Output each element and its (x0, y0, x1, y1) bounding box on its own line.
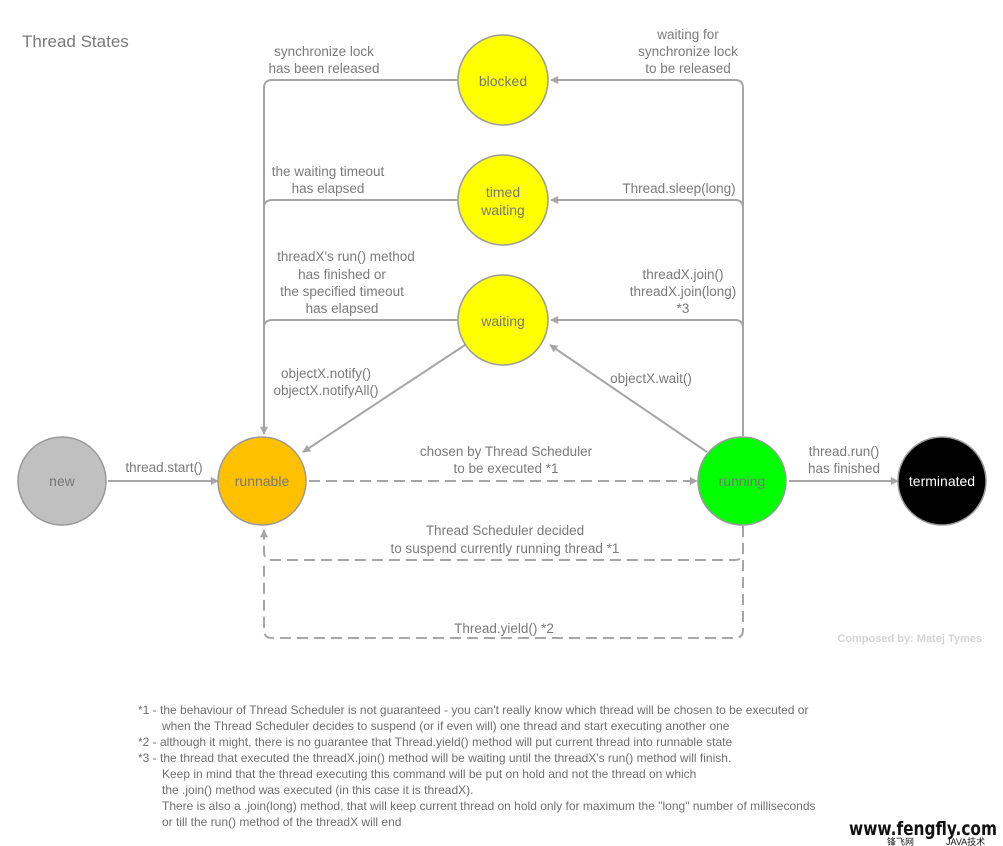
footnote-3-line-3: the .join() method was executed (in this… (162, 783, 473, 797)
state-blocked-label: blocked (479, 73, 527, 89)
arrow-lock-wait (550, 76, 744, 436)
arrow-wait (549, 344, 708, 453)
label-join-1: threadX.join() (642, 267, 723, 282)
label-lock-released-1: synchronize lock (274, 44, 374, 59)
label-scheduled-1: chosen by Thread Scheduler (420, 444, 593, 459)
label-lock-wait-3: to be released (645, 61, 731, 76)
label-wait: objectX.wait() (610, 371, 692, 386)
state-runnable-label: runnable (235, 473, 290, 489)
label-suspend-2: to suspend currently running thread *1 (391, 541, 620, 556)
state-running-label: running (719, 473, 766, 489)
footnote-1-line-2: when the Thread Scheduler decides to sus… (161, 719, 730, 733)
label-timeout-1: the waiting timeout (272, 164, 385, 179)
label-lock-wait-2: synchronize lock (638, 44, 738, 59)
state-waiting-label: waiting (480, 313, 525, 329)
label-start: thread.start() (125, 460, 202, 475)
footnote-3-line-4: There is also a .join(long) method, that… (162, 799, 816, 813)
arrow-sleep (550, 196, 744, 209)
state-terminated-node (897, 436, 987, 526)
label-timeout-2: has elapsed (292, 181, 365, 196)
footnote-2: *2 - although it might, there is no guar… (138, 735, 732, 749)
footnote-1-line-1: *1 - the behaviour of Thread Scheduler i… (138, 703, 808, 717)
arrow-notify (302, 344, 466, 453)
label-join-3: *3 (677, 301, 690, 316)
label-notify-2: objectX.notifyAll() (273, 383, 378, 398)
label-join-2: threadX.join(long) (630, 284, 737, 299)
label-join-done-1: threadX's run() method (277, 249, 415, 264)
author-credit: Composed by: Matej Tymes (837, 633, 982, 645)
arrow-lock-released (260, 79, 457, 435)
state-new-label: new (49, 473, 76, 489)
state-timed-waiting-label-2: waiting (480, 202, 525, 218)
watermark-url: www.fengfly.com (849, 818, 997, 840)
label-join-done-4: has elapsed (306, 301, 379, 316)
footnote-3-line-2: Keep in mind that the thread executing t… (162, 767, 696, 781)
state-new-node (17, 436, 107, 526)
state-waiting-node (457, 274, 549, 366)
label-join-done-2: has finished or (298, 267, 386, 282)
state-runnable-node (217, 436, 307, 526)
label-lock-released-2: has been released (268, 61, 379, 76)
footnote-3-line-1: *3 - the thread that executed the thread… (138, 751, 731, 765)
diagram-title: Thread States (22, 32, 129, 51)
label-notify-1: objectX.notify() (281, 366, 371, 381)
arrow-join-done (263, 319, 457, 329)
arrow-suspend (260, 526, 744, 561)
state-timed-waiting-label-1: timed (486, 184, 520, 200)
label-lock-wait-1: waiting for (656, 27, 719, 42)
footnote-3-line-5: or till the run() method of the threadX … (162, 815, 401, 829)
state-running-node (697, 436, 787, 526)
arrow-join (550, 316, 744, 329)
state-blocked-node (457, 34, 549, 126)
state-terminated-label: terminated (909, 473, 975, 489)
label-yield: Thread.yield() *2 (454, 621, 554, 636)
label-suspend-1: Thread Scheduler decided (426, 523, 584, 538)
label-join-done-3: the specified timeout (280, 284, 404, 299)
watermark-sub-right: JAVA技术 (946, 836, 985, 846)
arrow-timeout (263, 199, 457, 209)
watermark-sub-left: 锋飞网 (887, 836, 914, 846)
label-sleep: Thread.sleep(long) (622, 181, 735, 196)
label-finished-1: thread.run() (809, 444, 880, 459)
label-finished-2: has finished (808, 461, 880, 476)
site-watermark: www.fengfly.com 锋飞网 JAVA技术 (849, 818, 997, 846)
state-timed-waiting-node (457, 154, 549, 246)
arrow-yield (263, 560, 744, 639)
label-scheduled-2: to be executed *1 (453, 461, 558, 476)
